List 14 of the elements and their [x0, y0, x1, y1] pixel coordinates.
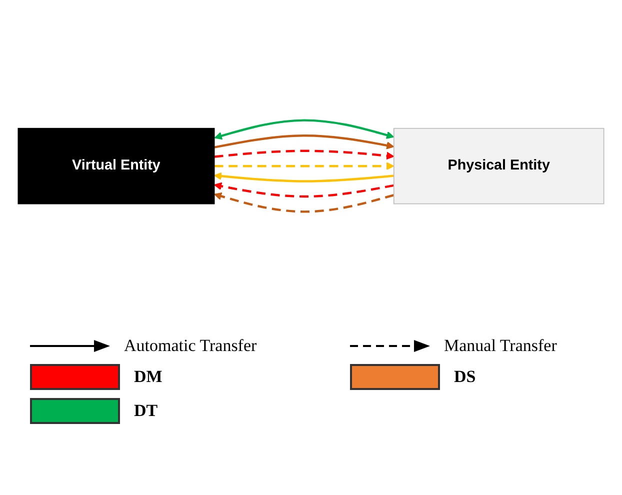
node-box: Virtual Entity [18, 128, 215, 204]
legend-text: Manual Transfer [444, 336, 557, 356]
arrow [214, 182, 394, 198]
arrow [214, 119, 394, 140]
node-box: Physical Entity [393, 128, 604, 204]
arrow [214, 162, 394, 170]
arrow [214, 150, 394, 160]
legend-text: DT [134, 401, 158, 421]
arrow [214, 172, 394, 182]
legend-text: DS [454, 367, 476, 387]
arrow [214, 192, 394, 213]
legend-text: Automatic Transfer [124, 336, 257, 356]
legend-text: DM [134, 367, 162, 387]
arrow [214, 134, 394, 150]
